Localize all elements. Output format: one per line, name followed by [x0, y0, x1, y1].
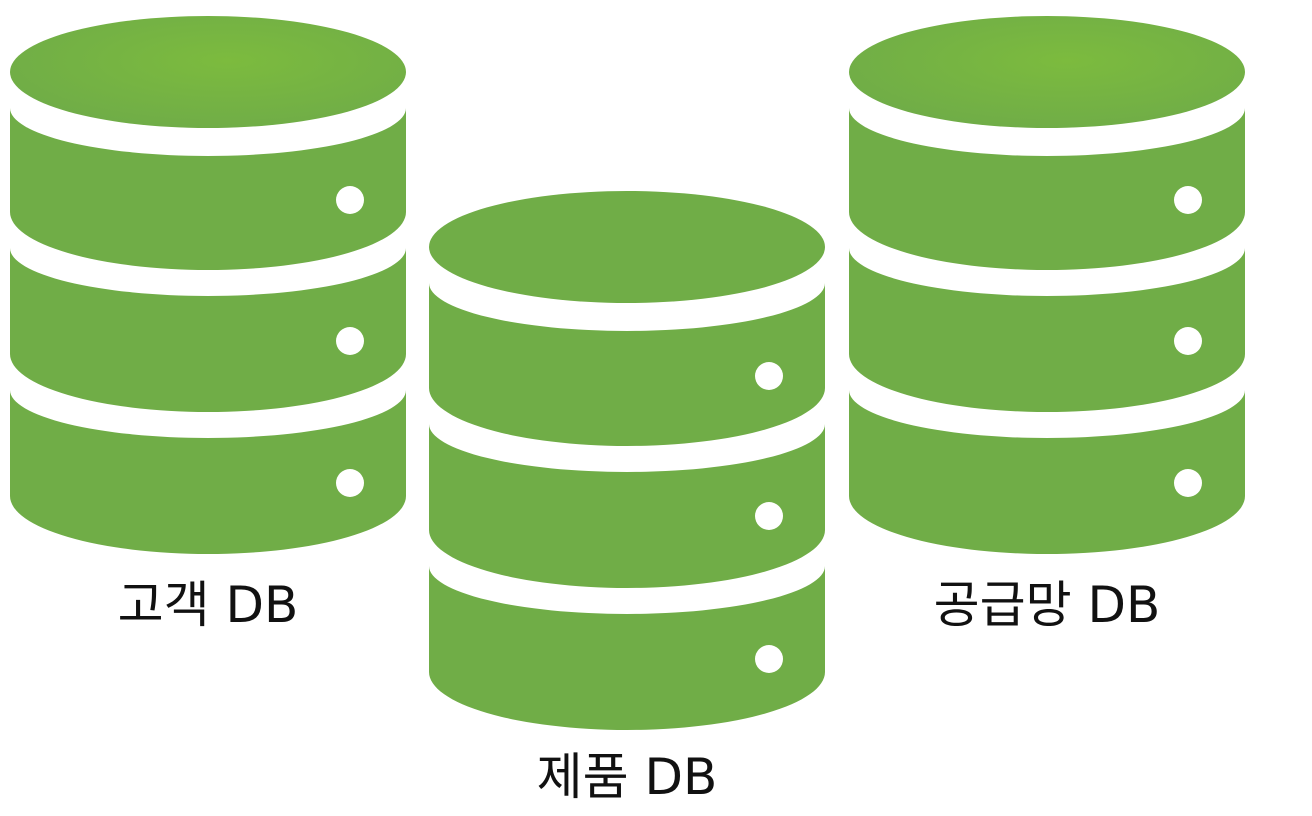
- customer-db-disk-3: [10, 390, 406, 554]
- customer-db-icon: [10, 16, 406, 554]
- supply-chain-db-top: [849, 16, 1245, 128]
- customer-db-dot-3: [336, 469, 364, 497]
- product-db-dot-2: [755, 502, 783, 530]
- customer-db-label: 고객 DB: [117, 576, 299, 634]
- customer-db-top: [10, 16, 406, 128]
- product-db-dot-3: [755, 645, 783, 673]
- supply-chain-db-disk-2: [849, 248, 1245, 412]
- product-db-disk-2: [429, 424, 825, 588]
- product-db-top: [429, 191, 825, 303]
- product-db-disk-1: [429, 283, 825, 446]
- supply-chain-db-dot-1: [1174, 186, 1202, 214]
- supply-chain-db-label: 공급망 DB: [933, 576, 1161, 634]
- supply-chain-db-disk-3: [849, 390, 1245, 554]
- customer-db-dot-2: [336, 327, 364, 355]
- supply-chain-db-dot-2: [1174, 327, 1202, 355]
- product-db-disk-3: [429, 566, 825, 730]
- customer-db-dot-1: [336, 186, 364, 214]
- customer-db-disk-1: [10, 108, 406, 270]
- supply-chain-db-dot-3: [1174, 469, 1202, 497]
- supply-chain-db-icon: [849, 16, 1245, 554]
- product-db-icon: [429, 191, 825, 730]
- product-db-label: 제품 DB: [536, 748, 718, 806]
- customer-db-disk-2: [10, 248, 406, 412]
- product-db-dot-1: [755, 362, 783, 390]
- supply-chain-db-disk-1: [849, 108, 1245, 270]
